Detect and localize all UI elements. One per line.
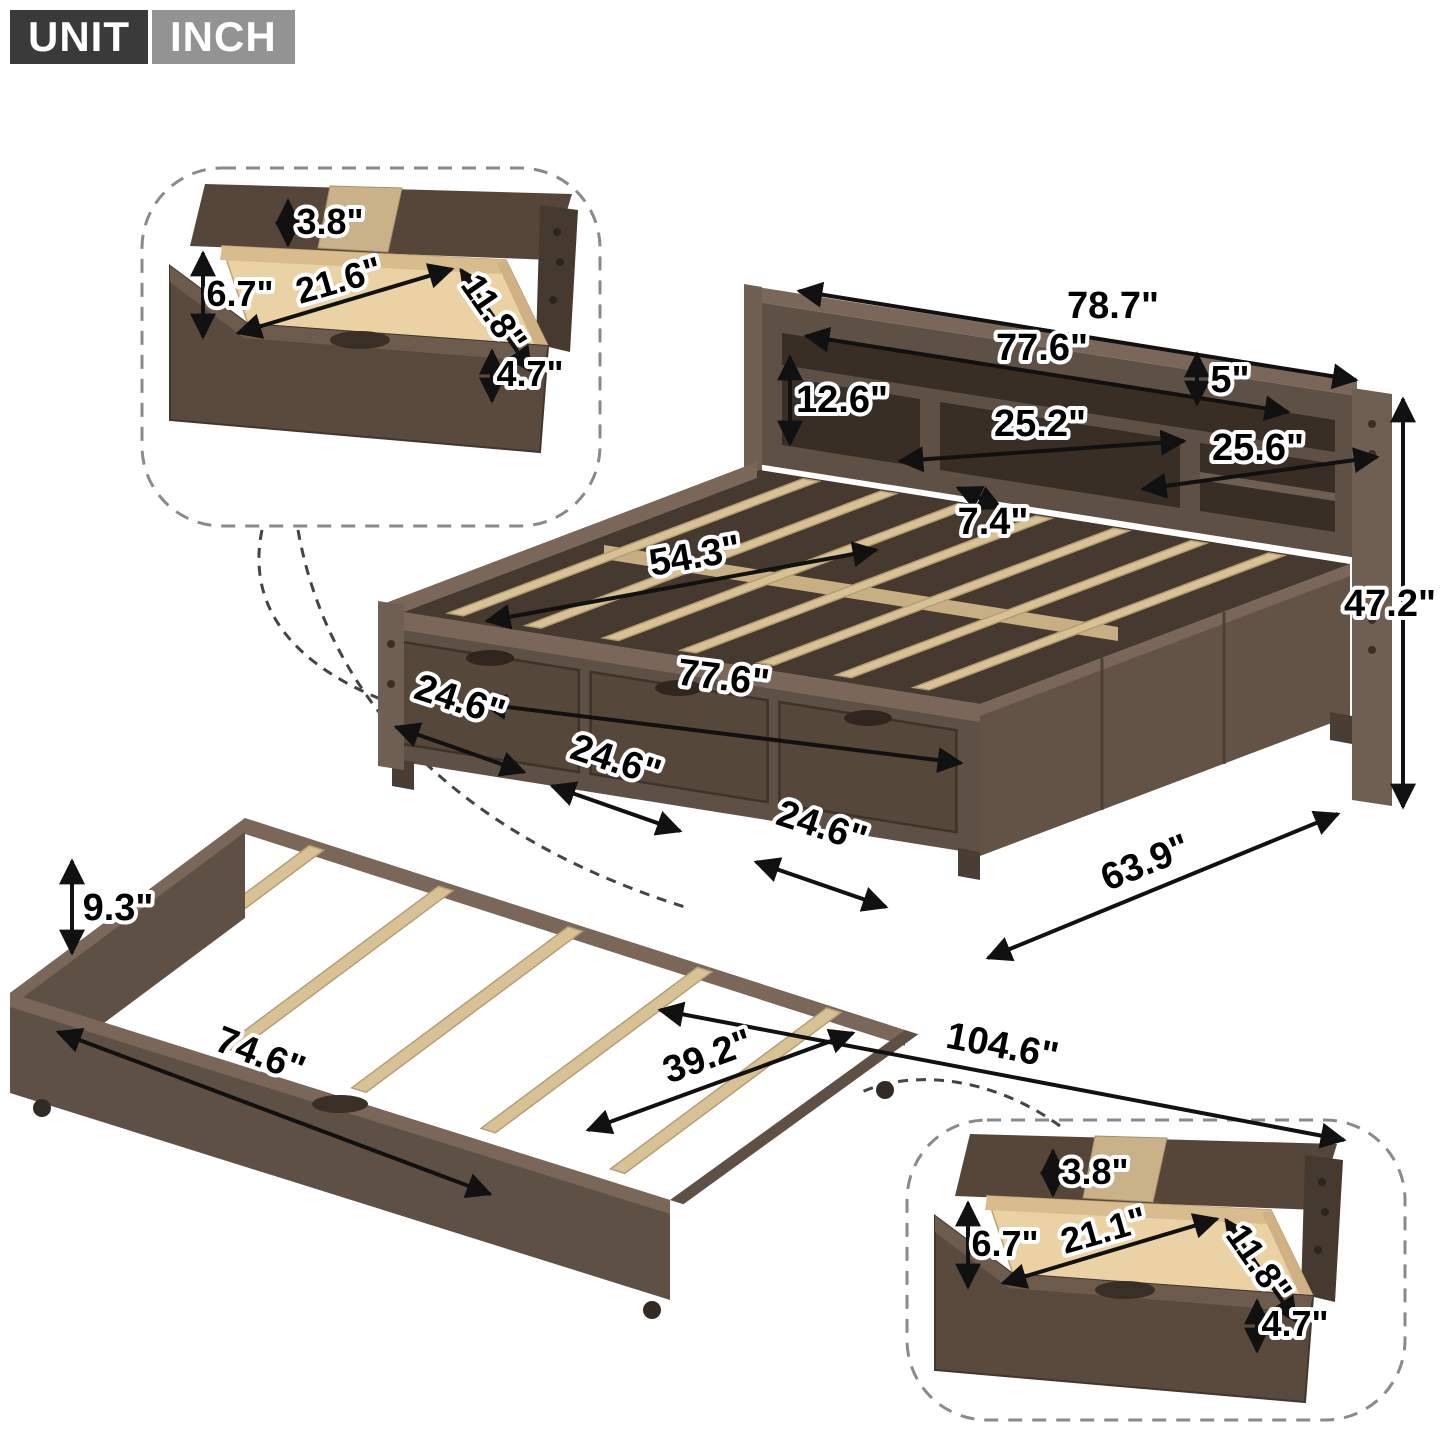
dim-drawer-top-panel-height: 4.7" <box>496 353 563 394</box>
callout-connector-line <box>257 529 389 704</box>
trundle-front-rail <box>10 993 670 1300</box>
unit-badge-label: UNIT <box>10 10 148 65</box>
dim-arrow-trundle-slat-width <box>585 1028 856 1135</box>
dim-arrow-slat-width <box>484 541 879 630</box>
detail-callout-top-left-border <box>140 166 602 528</box>
dim-drawer-top-opening-height: 3.8" <box>296 201 363 242</box>
dim-arrow-trundle-length <box>55 1028 493 1198</box>
drawer-handle-notch <box>655 680 703 696</box>
dim-arrow-drawer-bottom-width <box>1000 1213 1220 1289</box>
callout-connector-line <box>296 529 689 910</box>
dim-bed-bookcase-height: 12.6" <box>796 379 888 421</box>
caster-wheel <box>876 1081 894 1099</box>
dim-arrow-drawer-3 <box>753 857 889 912</box>
left-rail-edge <box>383 462 757 620</box>
trundle-left-panel-top-edge <box>10 818 245 1007</box>
screw-icon <box>1368 616 1376 624</box>
dim-arrow-drawer-bottom-depth <box>1224 1217 1298 1324</box>
bed-leg <box>1330 712 1352 744</box>
dim-arrow-right-shelf-width <box>1140 447 1380 499</box>
trundle-handle-notch <box>312 1095 368 1113</box>
dim-trundle-panel-height: 9.3" <box>83 887 154 929</box>
bookcase-left-post <box>744 284 762 477</box>
dim-drawer-bottom-front-height: 6.7" <box>971 1223 1038 1264</box>
bed-leg <box>958 848 980 880</box>
screw-icon <box>1368 646 1376 654</box>
dim-drawer-bottom-panel-height: 4.7" <box>1261 1303 1328 1344</box>
dim-arrow-middle-shelf-width <box>897 429 1187 473</box>
drawer-handle-notch <box>466 650 514 666</box>
dim-arrow-drawer-top-depth <box>459 267 533 374</box>
dim-bed-total-height: 47.2" <box>1344 583 1436 625</box>
dim-bed-shelf-length: 77.6" <box>996 327 1088 369</box>
inch-badge-label: INCH <box>152 10 295 65</box>
drawer-handle-notch <box>844 710 892 726</box>
dim-arrow-drawer-1 <box>393 722 527 777</box>
dim-arrow-drawer-top-width <box>235 263 455 339</box>
dim-bed-shelf-depth: 5" <box>1210 359 1249 401</box>
dimension-arrows <box>55 198 1416 1354</box>
dim-arrow-cubby-depth <box>955 486 1004 510</box>
dim-arrow-drawer-2 <box>549 781 683 836</box>
unit-badge: UNIT INCH <box>10 10 295 65</box>
caster-wheel <box>33 1099 51 1117</box>
dim-bed-middle-shelf-width: 25.2" <box>994 403 1086 445</box>
dim-drawer-top-front-height: 6.7" <box>206 273 273 314</box>
caster-wheel <box>643 1301 661 1319</box>
screw-icon <box>387 680 395 688</box>
dim-drawer-bottom-opening-height: 3.8" <box>1061 1151 1128 1192</box>
screw-icon <box>1368 420 1376 428</box>
dim-bed-cubby-depth: 7.4" <box>958 501 1029 543</box>
dim-arrow-interior-length <box>480 693 964 774</box>
dim-arrow-depth <box>985 810 1341 962</box>
dim-bed-overall-length: 78.7" <box>1067 285 1159 327</box>
dim-bed-right-shelf-width: 25.6" <box>1212 427 1304 469</box>
dim-bed-depth: 63.9" <box>1095 826 1196 899</box>
foot-panel <box>980 564 1350 856</box>
screw-icon <box>387 640 395 648</box>
foot-panel-top-edge <box>980 564 1350 716</box>
